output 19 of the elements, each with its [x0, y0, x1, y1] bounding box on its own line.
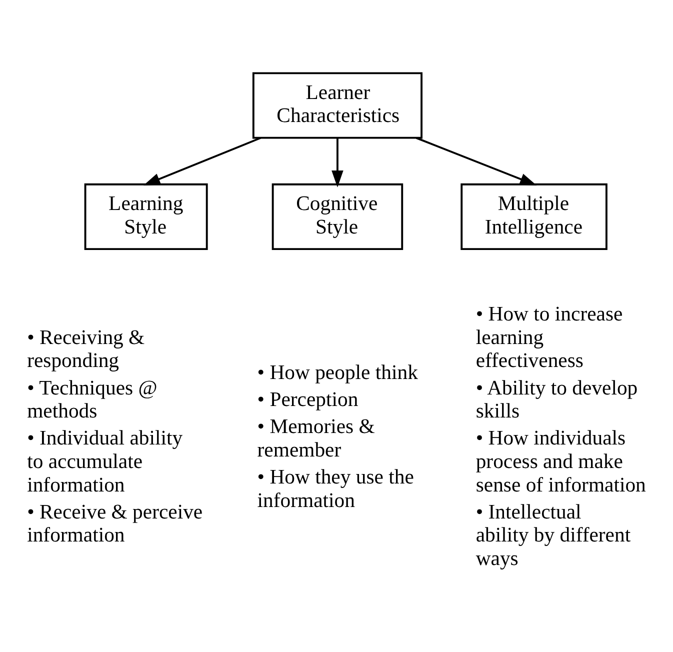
- node-label: • Receive & perceive information: [27, 501, 203, 547]
- node-label: • Memories & remember: [257, 416, 375, 462]
- node-label: • Receiving & responding: [27, 326, 145, 372]
- node-label: • How people think: [257, 362, 418, 384]
- arrow: [332, 138, 344, 188]
- node-label: • How they use the information: [257, 466, 414, 512]
- node-label: • Perception: [257, 388, 358, 411]
- node-label: • Techniques @ methods: [27, 377, 158, 423]
- node-box: Learner Characteristics: [252, 72, 422, 139]
- node-box: Multiple Intelligence: [460, 183, 608, 250]
- node-label: • Individual ability to accumulate information: [27, 428, 183, 496]
- arrow: [416, 137, 537, 186]
- arrow: [143, 137, 262, 186]
- node-label: • Intellectual ability by different ways: [476, 501, 631, 570]
- node-label: • How individuals process and make sense of information: [476, 428, 646, 496]
- node-box: Cognitive Style: [272, 183, 404, 250]
- node-box: Learning Style: [84, 183, 208, 250]
- node-label: • Ability to develop skills: [476, 377, 638, 423]
- node-label: • How to increase learning effectiveness: [476, 304, 623, 372]
